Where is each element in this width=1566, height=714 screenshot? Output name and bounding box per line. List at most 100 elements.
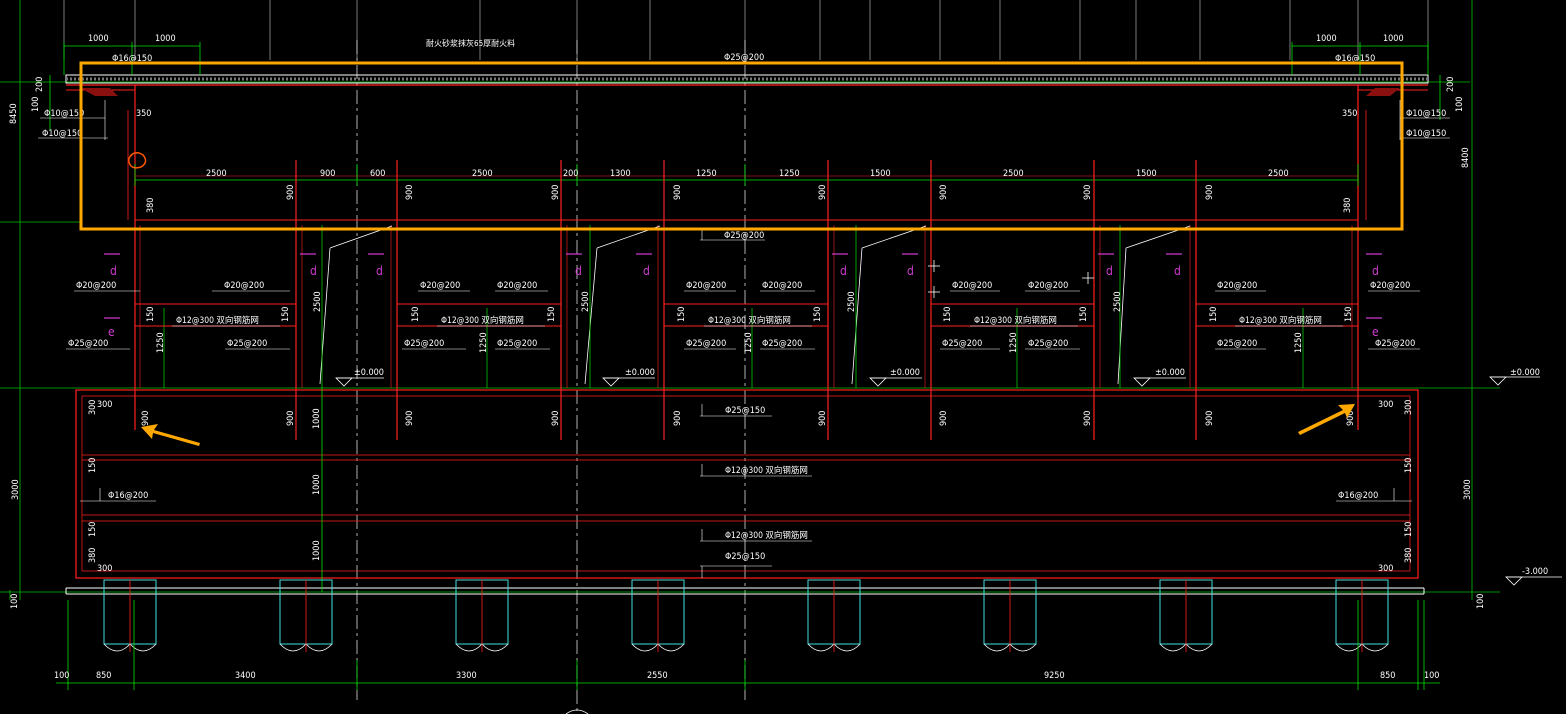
chute-h2500-2: 2500 <box>581 291 591 312</box>
phi20-6: Φ20@200 <box>762 281 802 291</box>
mesh-1: Φ12@300 双向钢筋网 <box>176 315 259 326</box>
upper-dim-12: 2500 <box>1268 169 1289 179</box>
bottom-dim-5: 2550 <box>647 671 668 681</box>
phi20-7: Φ20@200 <box>952 281 992 291</box>
pier-h900-2: 900 <box>405 185 415 200</box>
base-1000-3: 1000 <box>312 540 322 561</box>
mark-d-7: d <box>907 264 914 278</box>
pier-h900-8: 900 <box>1205 185 1215 200</box>
stirrup-right-1: Φ10@150 <box>1406 109 1446 119</box>
base-slab <box>75 388 1419 579</box>
upper-dim-5: 200 <box>563 169 578 179</box>
mesh-4: Φ12@300 双向钢筋网 <box>974 315 1057 326</box>
bottom-dim-line <box>56 600 1440 690</box>
phi25-7: Φ25@200 <box>942 339 982 349</box>
chute-h2500-3: 2500 <box>847 291 857 312</box>
bottom-dim-2: 850 <box>96 671 111 681</box>
base-900-8: 900 <box>1083 411 1093 426</box>
top-bar-center-label: Φ25@200 <box>724 53 764 63</box>
mark-d-9: d <box>1174 264 1181 278</box>
arrow-right <box>1298 404 1355 435</box>
mark-e-1: e <box>108 325 115 339</box>
highlight-box <box>79 61 1404 231</box>
mark-d-3: d <box>376 264 383 278</box>
upper-dim-7: 1250 <box>696 169 717 179</box>
pier-h900-5: 900 <box>818 185 828 200</box>
upper-beam-bar: Φ25@200 <box>724 231 764 241</box>
mark-e-2: e <box>1372 325 1379 339</box>
section-marks <box>104 253 1382 319</box>
base-900-10: 900 <box>1346 411 1356 426</box>
upper-dim-8: 1250 <box>779 169 800 179</box>
upper-dim-4: 2500 <box>472 169 493 179</box>
top-dim-left-2: 1000 <box>155 34 176 44</box>
mark-d-10: d <box>1372 264 1379 278</box>
bottom-dim-6: 9250 <box>1044 671 1065 681</box>
h1250-2: 1250 <box>479 332 489 353</box>
grid-lines <box>0 0 1500 600</box>
pier-h900-4: 900 <box>673 185 683 200</box>
mark-d-8: d <box>1106 264 1113 278</box>
phi25-9: Φ25@200 <box>1217 339 1257 349</box>
base-300-r-v: 300 <box>1404 400 1414 415</box>
level-zero-1: ±0.000 <box>354 368 384 378</box>
bottom-dim-3: 3400 <box>235 671 256 681</box>
upper-dim-10: 2500 <box>1003 169 1024 179</box>
phi20-10: Φ20@200 <box>1370 281 1410 291</box>
base-foot-100-right: 100 <box>1476 594 1486 609</box>
base-bar-bottom: Φ25@150 <box>725 552 765 562</box>
level-zero-right: ±0.000 <box>1510 368 1540 378</box>
arrow-left <box>141 424 200 446</box>
level-zero-2: ±0.000 <box>625 368 655 378</box>
left-level-200: 200 <box>35 77 45 92</box>
chute-h2500-4: 2500 <box>1113 291 1123 312</box>
bottom-dim-4: 3300 <box>456 671 477 681</box>
base-380-1: 380 <box>88 548 98 563</box>
h1250-5: 1250 <box>1294 332 1304 353</box>
level-zero-4: ±0.000 <box>1155 368 1185 378</box>
beam-h150-5: 150 <box>677 307 687 322</box>
base-bar-top: Φ25@150 <box>725 406 765 416</box>
base-1000-1: 1000 <box>312 408 322 429</box>
base-300-tr: 300 <box>1378 400 1393 410</box>
base-1000-2: 1000 <box>312 474 322 495</box>
mark-d-6: d <box>840 264 847 278</box>
base-900-3: 900 <box>405 411 415 426</box>
beam-h150-8: 150 <box>1079 307 1089 322</box>
base-300-br: 300 <box>1378 564 1393 574</box>
base-900-4: 900 <box>551 411 561 426</box>
stirrup-left-1: Φ10@150 <box>44 109 84 119</box>
mesh-5: Φ12@300 双向钢筋网 <box>1239 315 1322 326</box>
beam-h150-2: 150 <box>281 307 291 322</box>
phi20-3: Φ20@200 <box>420 281 460 291</box>
phi25-5: Φ25@200 <box>686 339 726 349</box>
upper-dim-9: 1500 <box>870 169 891 179</box>
phi20-5: Φ20@200 <box>686 281 726 291</box>
chute-h2500-1: 2500 <box>313 291 323 312</box>
base-300-tl: 300 <box>97 400 112 410</box>
mesh-3: Φ12@300 双向钢筋网 <box>708 315 791 326</box>
pier-h900-7: 900 <box>1083 185 1093 200</box>
base-foot-100-left: 100 <box>10 594 20 609</box>
rebar-leaders <box>66 290 1420 350</box>
right-100: 100 <box>1455 97 1465 112</box>
phi20-8: Φ20@200 <box>1028 281 1068 291</box>
top-slab <box>65 74 1429 388</box>
base-900-7: 900 <box>939 411 949 426</box>
h1250-3: 1250 <box>744 332 754 353</box>
phi20-2: Φ20@200 <box>224 281 264 291</box>
beam-h150-7: 150 <box>943 307 953 322</box>
base-900-1: 900 <box>141 411 151 426</box>
top-note: 耐火砂浆抹灰65厚耐火料 <box>426 38 515 48</box>
phi25-4: Φ25@200 <box>497 339 537 349</box>
beam-h150-6: 150 <box>813 307 823 322</box>
upper-dim-11: 1500 <box>1136 169 1157 179</box>
top-bar-left-label: Φ16@150 <box>112 54 152 64</box>
base-900-5: 900 <box>673 411 683 426</box>
beam-h150-10: 150 <box>1344 307 1354 322</box>
h1250-4: 1250 <box>1009 332 1019 353</box>
phi25-6: Φ25@200 <box>762 339 802 349</box>
left-height-8450: 8450 <box>9 103 19 124</box>
base-150-4: 150 <box>1404 522 1414 537</box>
cursor-crosshairs <box>928 260 1094 298</box>
